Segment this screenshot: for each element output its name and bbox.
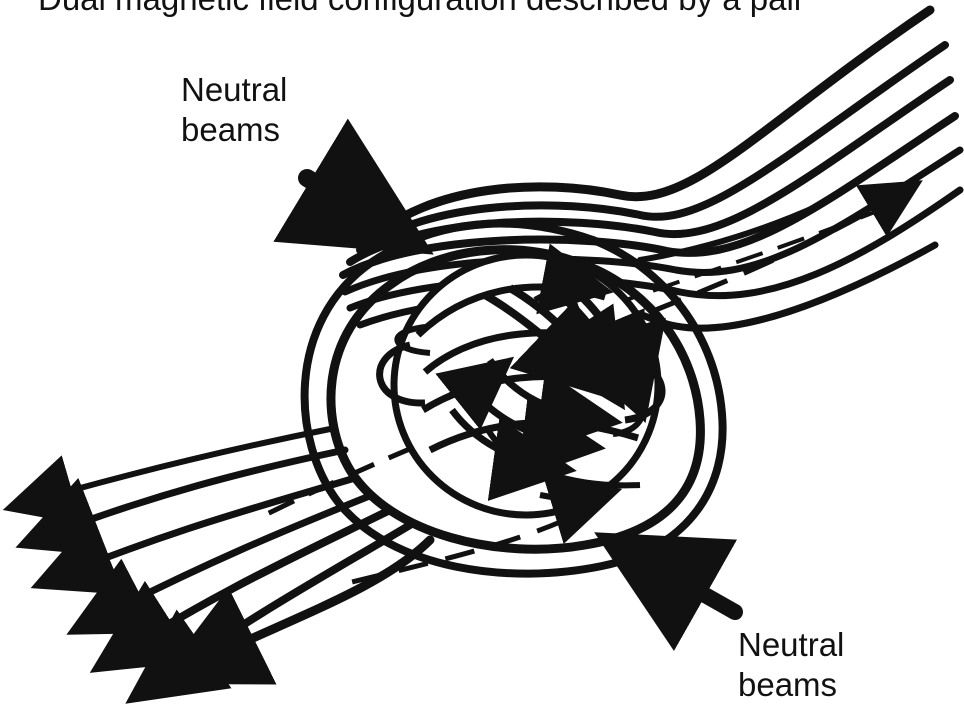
bottom-neutral-beam-arrow [622, 548, 735, 612]
top-neutral-beam-arrow [307, 178, 403, 236]
field-line [370, 10, 930, 240]
bottom-label-line-1: Neutral [738, 625, 844, 665]
top-label-line-2: beams [181, 110, 287, 150]
top-neutral-beams-label: Neutral beams [181, 70, 287, 150]
field-line [145, 525, 410, 690]
bottom-label-line-2: beams [738, 665, 844, 705]
bottom-neutral-beams-label: Neutral beams [738, 625, 844, 705]
top-label-line-1: Neutral [181, 70, 287, 110]
